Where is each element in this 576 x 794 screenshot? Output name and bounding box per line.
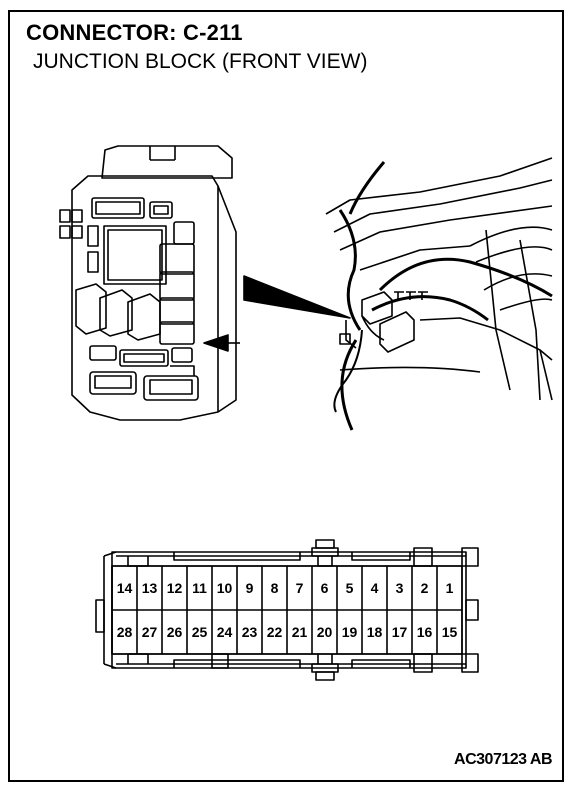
connector-title: CONNECTOR: C-211 <box>26 20 243 45</box>
pin-20-label: 20 <box>317 624 333 640</box>
pin-7-label: 7 <box>296 580 304 596</box>
pin-18-label: 18 <box>367 624 383 640</box>
pin-6-label: 6 <box>321 580 329 596</box>
pin-16-label: 16 <box>417 624 433 640</box>
pin-19-label: 19 <box>342 624 358 640</box>
pin-17-label: 17 <box>392 624 408 640</box>
pin-21-label: 21 <box>292 624 308 640</box>
pin-28-label: 28 <box>117 624 133 640</box>
pin-22-label: 22 <box>267 624 283 640</box>
pin-9-label: 9 <box>246 580 254 596</box>
figure-frame <box>8 10 564 782</box>
vehicle-interior-illustration <box>325 157 553 431</box>
pin-12-label: 12 <box>167 580 183 596</box>
pin-1-label: 1 <box>446 580 454 596</box>
pin-11-label: 11 <box>192 580 207 596</box>
pin-26-label: 26 <box>167 624 183 640</box>
pin-25-label: 25 <box>192 624 208 640</box>
connector-subtitle: JUNCTION BLOCK (FRONT VIEW) <box>33 50 368 73</box>
pin-4-label: 4 <box>371 580 379 596</box>
junction-block-illustration <box>59 145 240 421</box>
pin-13-label: 13 <box>142 580 158 596</box>
pin-15-label: 15 <box>442 624 458 640</box>
pin-5-label: 5 <box>346 580 354 596</box>
pin-3-label: 3 <box>396 580 404 596</box>
pin-2-label: 2 <box>421 580 429 596</box>
pin-14-label: 14 <box>117 580 133 596</box>
pin-grid <box>136 566 438 654</box>
pin-24-label: 24 <box>217 624 233 640</box>
pin-8-label: 8 <box>271 580 279 596</box>
leader-wedge <box>243 275 351 319</box>
figure-code: AC307123 AB <box>454 751 552 768</box>
pin-23-label: 23 <box>242 624 258 640</box>
pin-10-label: 10 <box>217 580 233 596</box>
pin-27-label: 27 <box>142 624 158 640</box>
